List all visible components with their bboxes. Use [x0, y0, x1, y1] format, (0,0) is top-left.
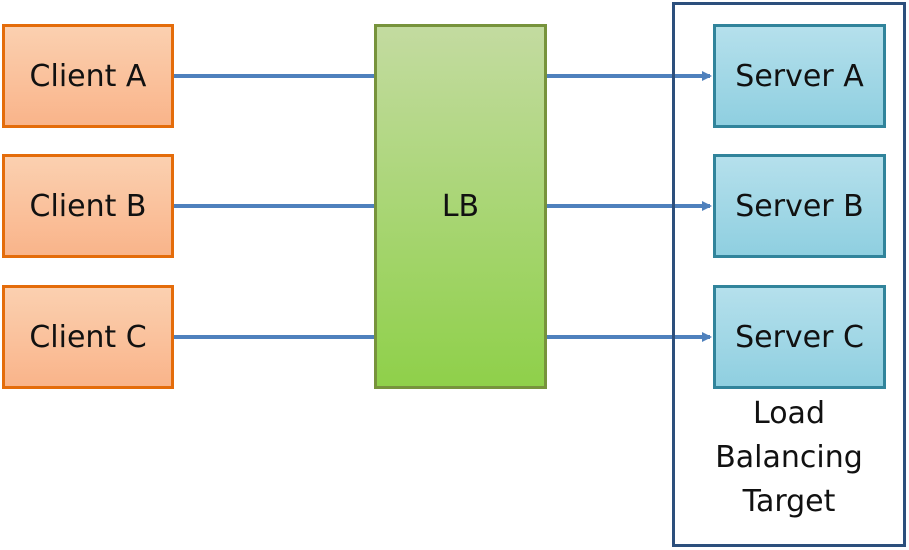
load-balancer-box: LB: [374, 24, 547, 389]
target-label-line-2: Balancing: [715, 440, 863, 475]
client-b-box: Client B: [2, 154, 174, 258]
client-a-box: Client A: [2, 24, 174, 128]
server-b-box: Server B: [713, 154, 886, 258]
target-label-line-1: Load: [753, 396, 825, 431]
target-group-label: Load Balancing Target: [672, 392, 906, 524]
load-balancing-target-group: [672, 2, 906, 547]
server-a-box: Server A: [713, 24, 886, 128]
client-c-box: Client C: [2, 285, 174, 389]
target-label-line-3: Target: [742, 484, 836, 519]
server-c-box: Server C: [713, 285, 886, 389]
